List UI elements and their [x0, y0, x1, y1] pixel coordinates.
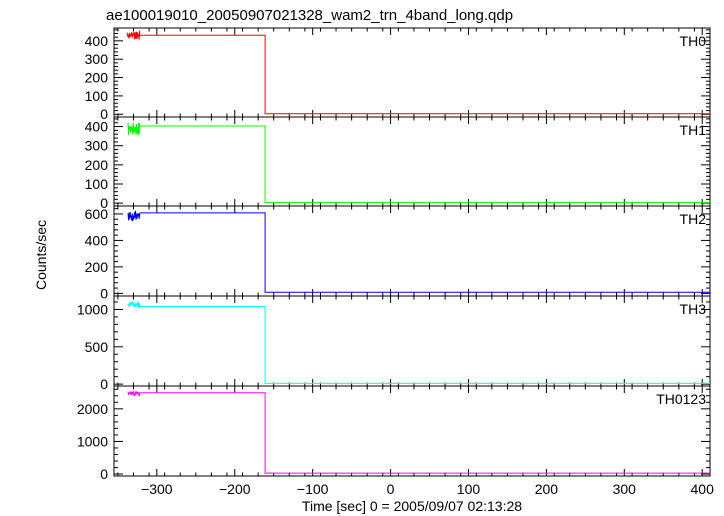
panel-label: TH3 — [680, 301, 707, 317]
panel-th0123: 0 1000 2000 TH0123 — [77, 385, 711, 482]
x-axis: −300 −200 −100 0 100 200 300 400 — [141, 481, 714, 497]
x-tick-label: 200 — [535, 481, 559, 497]
series-noise-th0 — [126, 30, 141, 40]
x-tick-label: −100 — [297, 481, 329, 497]
series-noise-th0123 — [127, 390, 141, 397]
series-line-th0123 — [139, 392, 710, 474]
x-axis-label: Time [sec] 0 = 2005/09/07 02:13:28 — [302, 498, 522, 514]
panel-frame — [113, 116, 711, 207]
x-tick-label: −300 — [141, 481, 173, 497]
y-tick-label: 0 — [100, 106, 108, 122]
x-tick-label: −200 — [219, 481, 251, 497]
y-tick-label: 100 — [85, 88, 109, 104]
series-noise-th1 — [127, 122, 141, 136]
panel-label: TH0 — [680, 33, 707, 49]
y-axis-label: Counts/sec — [33, 220, 49, 290]
series-line-th3 — [139, 306, 710, 384]
y-tick-label: 0 — [100, 466, 108, 482]
x-tick-label: 100 — [457, 481, 481, 497]
panel-th3: 0 500 1000 TH3 — [77, 295, 711, 392]
y-tick-label: 600 — [85, 206, 109, 222]
y-tick-label: 0 — [100, 285, 108, 301]
y-tick-label: 200 — [85, 259, 109, 275]
panel-label: TH0123 — [656, 391, 706, 407]
y-tick-label: 1000 — [77, 301, 108, 317]
x-tick-label: 0 — [387, 481, 395, 497]
y-tick-label: 1000 — [77, 433, 108, 449]
y-tick-label: 400 — [85, 232, 109, 248]
panel-th0: 0 100 200 300 400 TH0 — [85, 27, 711, 122]
series-noise-th3 — [127, 301, 141, 308]
y-tick-label: 100 — [85, 176, 109, 192]
y-tick-label: 300 — [85, 51, 109, 67]
panel-frame — [113, 27, 711, 118]
panel-label: TH2 — [680, 211, 707, 227]
series-line-th1 — [139, 125, 710, 204]
panel-frame — [113, 295, 711, 387]
y-tick-label: 400 — [85, 119, 109, 135]
y-tick-label: 200 — [85, 70, 109, 86]
panel-frame — [113, 205, 711, 297]
y-tick-label: 0 — [100, 376, 108, 392]
series-line-th2 — [139, 212, 710, 293]
x-tick-label: 400 — [691, 481, 715, 497]
y-tick-label: 2000 — [77, 401, 108, 417]
y-tick-label: 400 — [85, 33, 109, 49]
panel-label: TH1 — [680, 122, 707, 138]
chart-title: ae100019010_20050907021328_wam2_trn_4ban… — [106, 7, 513, 24]
panel-frame — [113, 385, 711, 477]
y-tick-label: 300 — [85, 138, 109, 154]
series-line-th0 — [139, 34, 710, 115]
panel-th1: 0 100 200 300 400 TH1 — [85, 116, 711, 211]
y-tick-label: 200 — [85, 157, 109, 173]
panel-th2: 0 200 400 600 TH2 — [85, 205, 711, 301]
series-noise-th2 — [127, 210, 141, 222]
y-tick-label: 0 — [100, 195, 108, 211]
x-tick-label: 300 — [613, 481, 637, 497]
y-tick-label: 500 — [85, 339, 109, 355]
